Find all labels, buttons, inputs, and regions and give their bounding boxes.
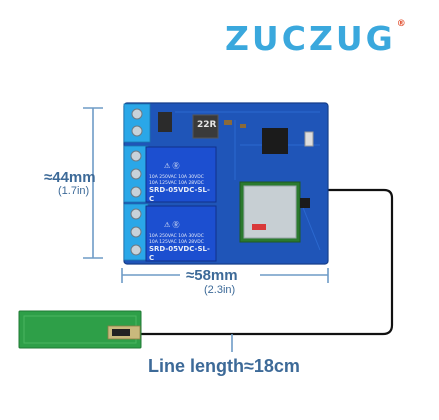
svg-text:⚠ Ⓡ: ⚠ Ⓡ [164,162,180,170]
svg-text:⚠ Ⓡ: ⚠ Ⓡ [164,221,180,229]
inductor-label: 22R [197,120,217,130]
width-inch-label: (2.3in) [204,284,236,296]
capacitor [224,120,232,125]
relay-1-spec-1: 10A 250VAC [149,175,177,180]
width-label: ≈58mm [186,267,238,284]
cable-length-caption: Line length≈18cm [148,356,300,376]
height-inch-label: (1.7in) [58,185,90,197]
relay-1-spec-4: 10A 28VDC [178,180,204,186]
relay-1-model: SRD-05VDC-SL-C [149,186,210,203]
relay-board: ⚠ Ⓡ ⚠ Ⓡ [123,102,329,265]
relay-1-label: 10A 250VAC 10A 30VDC 10A 125VAC 10A 28VD… [149,175,214,204]
relay-2 [145,205,217,262]
width-dimension-line [121,268,329,283]
flex-pcb-antenna [18,310,142,349]
voltage-regulator [158,112,172,132]
relay-1-spec-2: 10A 125VAC [149,180,177,186]
relay-2-spec-4: 10A 28VDC [178,239,204,245]
relay-2-model: SRD-05VDC-SL-C [149,245,210,262]
brand-logo-text: ZUCZUG [225,19,396,58]
relay-2-spec-2: 10A 125VAC [149,239,177,245]
relay-1-spec-3: 10A 30VDC [178,175,204,180]
height-label: ≈44mm [44,169,96,186]
brand-logo: ZUCZUG ® [225,19,406,58]
antenna-cable [140,188,394,336]
relay-2-spec-3: 10A 30VDC [178,234,204,239]
relay-2-label: 10A 250VAC 10A 30VDC 10A 125VAC 10A 28VD… [149,234,214,263]
mcu-chip [262,128,288,154]
height-dimension-line [83,107,103,259]
inductor [192,114,219,139]
relay-1 [145,146,217,203]
registered-mark: ® [396,19,406,29]
relay-2-spec-1: 10A 250VAC [149,234,177,239]
